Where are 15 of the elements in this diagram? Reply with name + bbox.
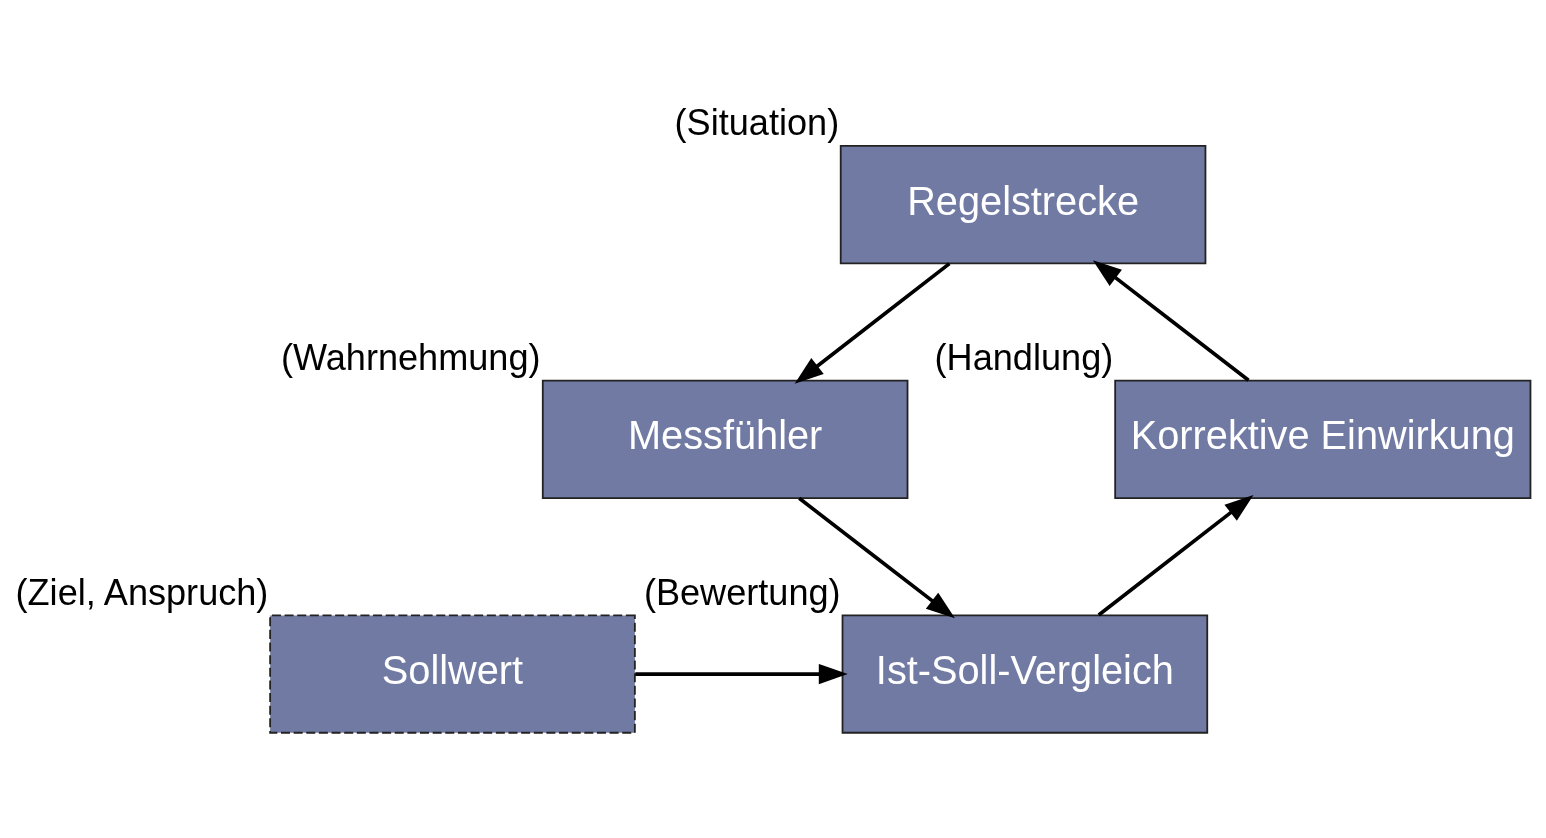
arrow	[1097, 494, 1254, 616]
node-label: (Bewertung)	[643, 571, 841, 613]
node-label: (Wahrnehmung)	[280, 336, 541, 378]
node-box: Ist-Soll-Vergleich	[841, 614, 1209, 734]
node-label: (Situation)	[674, 101, 840, 143]
arrow	[1092, 259, 1250, 382]
node-box: Korrektive Einwirkung	[1114, 379, 1532, 499]
arrow	[798, 496, 955, 618]
arrow	[794, 261, 951, 384]
node-box: Regelstrecke	[839, 144, 1207, 264]
node-box: Messfühler	[541, 379, 909, 499]
node-label: (Handlung)	[934, 336, 1114, 378]
node-label: (Ziel, Anspruch)	[15, 571, 269, 613]
arrow	[635, 663, 848, 684]
node-box: Sollwert	[269, 614, 636, 734]
